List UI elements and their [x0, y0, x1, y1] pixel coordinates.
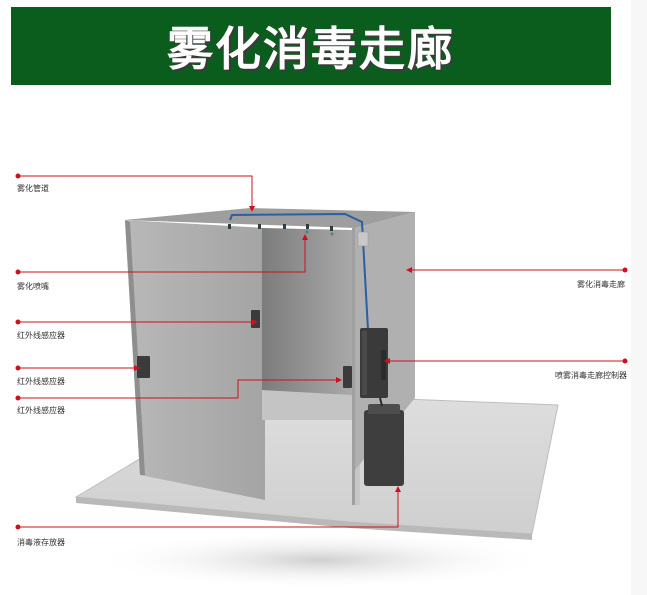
label-corridor: 雾化消毒走廊 [577, 280, 625, 289]
atomizing-nozzles [228, 224, 333, 231]
callout-nozzle [18, 238, 306, 273]
left-wall [125, 220, 265, 500]
floor-shadow [90, 530, 550, 590]
label-disinfectant-tank: 消毒液存放器 [17, 538, 65, 547]
ceiling [125, 208, 415, 228]
label-atomizing-pipe: 雾化管道 [17, 184, 49, 193]
callout-tank [18, 490, 399, 528]
ir-sensor-3-device [343, 366, 352, 388]
label-ir-sensor-2: 红外线感应器 [17, 377, 65, 386]
label-controller: 喷雾消毒走廊控制器 [555, 371, 627, 380]
page-title: 雾化消毒走廊 [167, 22, 455, 76]
disinfectant-tank-device [364, 410, 404, 486]
callout-ir3 [18, 379, 338, 399]
label-atomizing-nozzle: 雾化喷嘴 [17, 282, 49, 291]
callout-dots [15, 173, 628, 530]
wall-emblem [357, 231, 369, 247]
callout-arrows [134, 206, 412, 492]
floor-plate-edge [76, 497, 532, 540]
ir-sensor-2-device [137, 356, 150, 378]
page-edge-strip [631, 0, 647, 595]
callout-lines [18, 175, 625, 528]
label-ir-sensor-3: 红外线感应器 [17, 406, 65, 415]
inner-back-wall [262, 228, 352, 395]
atomizing-pipe [229, 212, 369, 331]
inner-floor [262, 390, 352, 420]
label-ir-sensor-1: 红外线感应器 [17, 331, 65, 340]
nozzle-tips [305, 230, 334, 236]
callout-pipe [18, 175, 253, 208]
left-wall-edge [125, 220, 145, 475]
ir-sensor-1-device [251, 310, 260, 328]
title-banner: 雾化消毒走廊 [11, 7, 611, 85]
